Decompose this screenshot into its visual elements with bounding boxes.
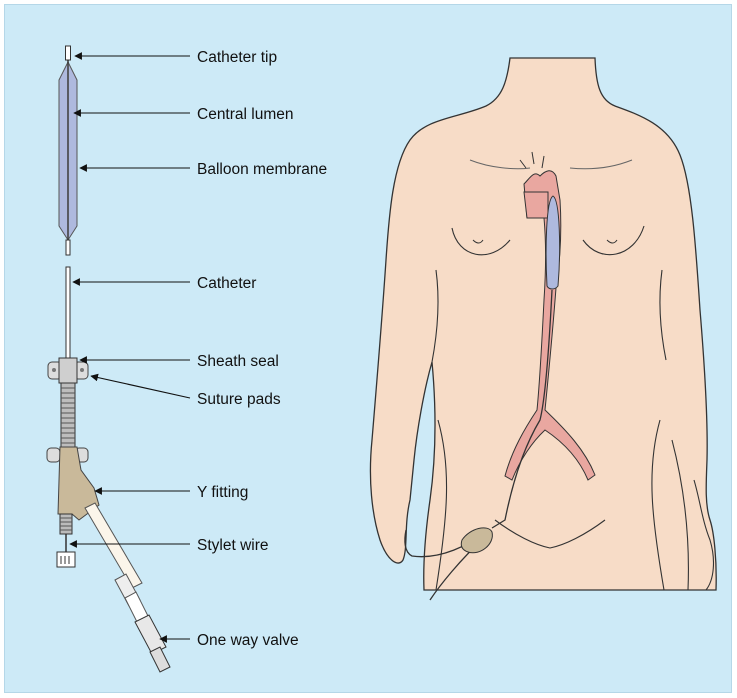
label-catheter: Catheter [197, 275, 256, 292]
one-way-valve-shape [135, 615, 166, 654]
stylet-wire-shape [57, 534, 75, 567]
label-sheath-seal: Sheath seal [197, 353, 279, 370]
intra-aortic-balloon [546, 196, 560, 289]
sheath-assembly [47, 358, 88, 462]
label-one-way-valve: One way valve [197, 632, 299, 649]
label-catheter-tip: Catheter tip [197, 49, 277, 66]
leader-lines [70, 56, 190, 639]
catheter-shaft [66, 267, 70, 362]
label-central-lumen: Central lumen [197, 106, 294, 123]
label-balloon-membrane: Balloon membrane [197, 161, 327, 178]
side-tube [85, 503, 170, 672]
label-stylet-wire: Stylet wire [197, 537, 269, 554]
label-y-fitting: Y fitting [197, 484, 248, 501]
balloon-catheter-top [59, 46, 77, 255]
label-suture-pads: Suture pads [197, 391, 281, 408]
